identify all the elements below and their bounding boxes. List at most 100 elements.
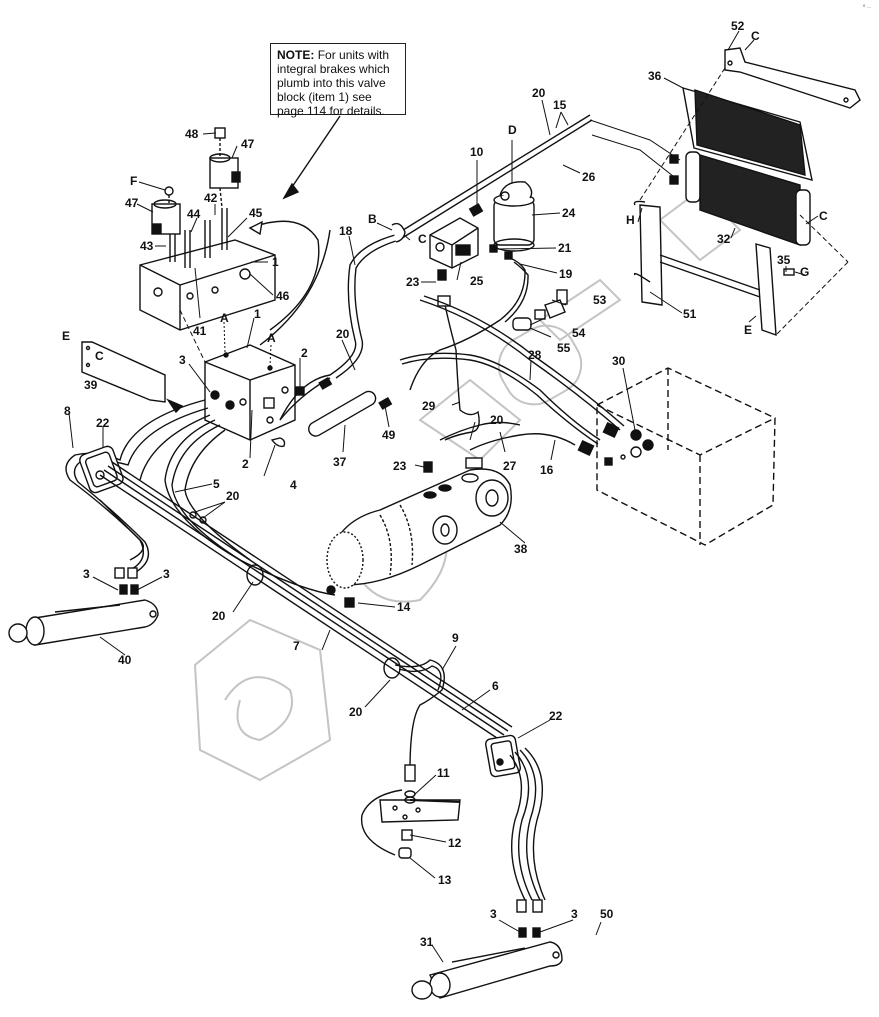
- tank-fitting-30: [630, 429, 642, 441]
- fitting-21a: [489, 244, 498, 253]
- note-box: NOTE: For units with integral brakes whi…: [270, 43, 406, 118]
- callout-3: 3: [163, 567, 170, 581]
- callout-A: A: [220, 311, 229, 325]
- callout-13: 13: [438, 873, 452, 887]
- solenoid-coil-left: [151, 199, 181, 235]
- watermark-hexagon-logo: [193, 618, 332, 782]
- watermark: [193, 188, 742, 782]
- callout-5: 5: [213, 477, 220, 491]
- callout-51: 51: [683, 307, 697, 321]
- callout-41: 41: [193, 324, 207, 338]
- elbow-fitting-4: [270, 437, 286, 448]
- callout-52: 52: [731, 19, 745, 33]
- cylinder-40: [8, 599, 159, 646]
- bracket-52: [724, 47, 861, 109]
- callout-20: 20: [490, 413, 504, 427]
- tube-16: [399, 352, 601, 441]
- tube-clamp-20-b: [383, 657, 401, 679]
- callout-39: 39: [84, 378, 98, 392]
- callout-55: 55: [557, 341, 571, 355]
- callout-22: 22: [549, 709, 563, 723]
- callout-25: 25: [470, 274, 484, 288]
- callout-23: 23: [393, 459, 407, 473]
- callout-47: 47: [241, 137, 255, 151]
- callout-44: 44: [187, 207, 201, 221]
- callout-19: 19: [559, 267, 573, 281]
- callout-53: 53: [593, 293, 607, 307]
- note-text: For units with integral brakes which plu…: [277, 48, 390, 118]
- hydraulic-tank-outline: [596, 367, 776, 546]
- callout-30: 30: [612, 354, 626, 368]
- callout-G: G: [800, 265, 809, 279]
- callout-3: 3: [571, 907, 578, 921]
- fitting-49: [378, 396, 393, 410]
- fitting-2: [295, 386, 305, 396]
- tube-clamp-20-a: [246, 564, 264, 586]
- watermark-logo-swoosh: [224, 676, 293, 742]
- tube-29: [443, 299, 480, 441]
- callout-3: 3: [490, 907, 497, 921]
- callout-20: 20: [336, 327, 350, 341]
- watermark-rounded-o: [497, 324, 583, 406]
- fitting-14: [344, 597, 355, 608]
- callout-A: A: [267, 331, 276, 345]
- fitting-10: [468, 203, 484, 217]
- tube-20-motor: [439, 421, 521, 441]
- callout-6: 6: [492, 679, 499, 693]
- hose-5: [164, 419, 336, 596]
- callout-C: C: [819, 209, 828, 223]
- hose-37: [308, 390, 377, 437]
- curved-reference-arrow: [249, 220, 320, 331]
- oil-cooler-36: [682, 87, 813, 181]
- callout-2: 2: [242, 457, 249, 471]
- callout-48: 48: [185, 127, 199, 141]
- callout-29: 29: [422, 399, 436, 413]
- note-pointer-line: [289, 115, 341, 191]
- callout-14: 14: [397, 600, 411, 614]
- callout-36: 36: [648, 69, 662, 83]
- callout-7: 7: [293, 639, 300, 653]
- callout-D: D: [508, 123, 517, 137]
- callout-35: 35: [777, 253, 791, 267]
- hoses-to-cylinder-40: [99, 499, 144, 561]
- callout-49: 49: [382, 428, 396, 442]
- hydrostatic-pump-38: [326, 457, 512, 589]
- hoses-to-cylinder-31: [509, 754, 526, 901]
- callout-20: 20: [349, 705, 363, 719]
- nut-48: [214, 127, 226, 139]
- callout-27: 27: [503, 459, 517, 473]
- clip-35: [783, 268, 795, 276]
- callout-C: C: [751, 29, 760, 43]
- callout-46: 46: [276, 289, 290, 303]
- callout-E: E: [62, 329, 70, 343]
- callout-15: 15: [553, 98, 567, 112]
- callout-45: 45: [249, 206, 263, 220]
- callout-26: 26: [582, 170, 596, 184]
- callout-16: 16: [540, 463, 554, 477]
- fitting-23-upper: [437, 269, 447, 281]
- tube-28: [419, 299, 621, 431]
- fittings-53-54-55: [512, 289, 568, 331]
- mount-bracket-E: [755, 243, 777, 337]
- corner-mark: ⁰ ··: [862, 5, 871, 11]
- watermark-letter-h: [418, 378, 522, 462]
- lower-valve-block: [204, 344, 296, 441]
- note-pointer-arrowhead: [282, 182, 300, 200]
- callout-labels: 48 47 F 47 42 44 45 43 1 46 41 A 1 A E C…: [62, 19, 828, 949]
- callout-1: 1: [254, 307, 261, 321]
- filter-manifold-25: [429, 217, 479, 269]
- callout-2: 2: [301, 346, 308, 360]
- callout-C: C: [95, 349, 104, 363]
- callout-43: 43: [140, 239, 154, 253]
- tube-19: [409, 257, 526, 391]
- leader-lines: [68, 30, 819, 963]
- filter-24: [493, 181, 535, 252]
- clamp-B: [391, 222, 406, 243]
- solenoid-coil-upper: [209, 153, 241, 189]
- gauge-bracket: [360, 789, 461, 859]
- return-tubes: [394, 114, 593, 241]
- callout-47: 47: [125, 196, 139, 210]
- callout-10: 10: [470, 145, 484, 159]
- callout-28: 28: [528, 348, 542, 362]
